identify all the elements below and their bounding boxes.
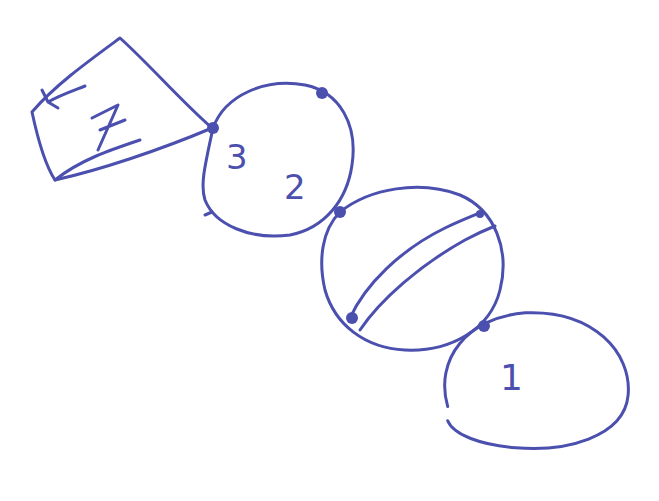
cone-outline (32, 38, 212, 180)
middle-circle (203, 83, 353, 236)
striped-circle (322, 187, 503, 350)
circle-meridian (360, 226, 495, 330)
circle-outline (438, 310, 632, 452)
joint-dot (476, 210, 484, 218)
joint-dot (346, 312, 358, 324)
cone-arrow (42, 86, 85, 108)
circle-node: 1 (438, 310, 632, 452)
pen-tick (205, 212, 212, 215)
joint-dot (207, 122, 219, 134)
joint-dot (316, 87, 328, 99)
joint-dot (334, 206, 346, 218)
point-number: 2 (284, 170, 306, 204)
point-number: 3 (226, 140, 248, 174)
cone-mark (92, 105, 125, 150)
circle-meridian (350, 212, 482, 318)
circle-number: 1 (500, 360, 523, 396)
cone-base-line (55, 140, 140, 180)
